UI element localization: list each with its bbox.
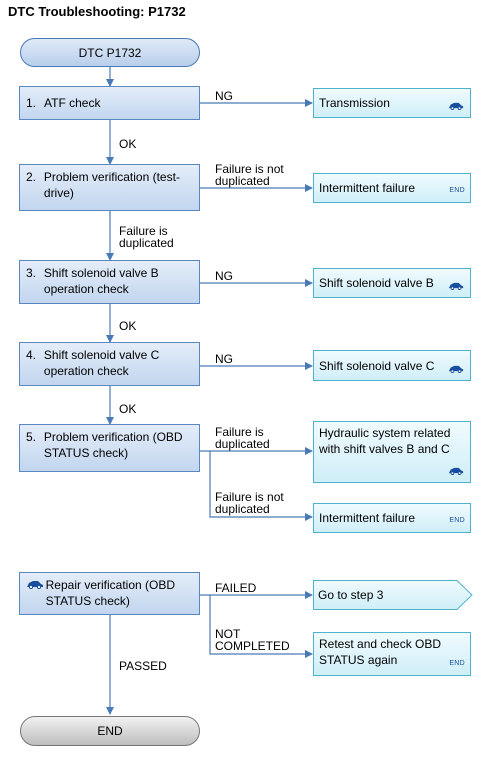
edge-label-ng-4: NG [215, 352, 233, 366]
result-go-to-step-3[interactable]: Go to step 3 [313, 580, 473, 610]
page-title: DTC Troubleshooting: P1732 [8, 4, 186, 19]
result-go-to-step-3-label: Go to step 3 [318, 588, 384, 602]
result-hydraulic-label: Hydraulic system related with shift valv… [319, 426, 451, 456]
edge-label-dup-1b: duplicated [119, 236, 174, 250]
result-retest-label: Retest and check OBD STATUS again [319, 637, 442, 667]
edge-label-dup-2b: duplicated [215, 437, 270, 451]
step-1-number: 1. [26, 96, 37, 110]
end-label: END [97, 724, 123, 738]
result-transmission[interactable]: Transmission [313, 88, 471, 118]
result-hydraulic-system[interactable]: Hydraulic system related with shift valv… [313, 421, 471, 483]
result-intermittent-2-label: Intermittent failure [319, 511, 416, 525]
edge-label-not-dup-2b: duplicated [215, 502, 270, 516]
edge-label-not-completed-b: COMPLETED [215, 639, 290, 653]
end-tag: END [449, 517, 465, 524]
goto-shape [313, 580, 473, 610]
step-2-box[interactable]: 2. Problem verification (test-drive) [19, 164, 200, 211]
result-ssv-c[interactable]: Shift solenoid valve C [313, 350, 471, 381]
result-intermittent-failure-2[interactable]: Intermittent failure END [313, 503, 471, 533]
step-2-label: Problem verification (test-drive) [43, 170, 180, 200]
result-transmission-label: Transmission [319, 96, 390, 110]
repair-verification-box[interactable]: Repair verification (OBD STATUS check) [19, 572, 200, 615]
step-1-label: ATF check [44, 96, 101, 110]
edge-label-not-dup-2a: Failure is not [215, 490, 284, 504]
car-icon [26, 577, 46, 610]
result-retest[interactable]: Retest and check OBD STATUS again END [313, 632, 471, 676]
step-3-box[interactable]: 3. Shift solenoid valve B operation chec… [19, 260, 200, 304]
edge-label-not-dup-1b: duplicated [215, 174, 270, 188]
step-1-box[interactable]: 1. ATF check [19, 86, 200, 120]
end-tag: END [449, 660, 465, 667]
step-3-number: 3. [26, 266, 37, 280]
edge-label-passed: PASSED [119, 659, 167, 673]
car-icon [448, 98, 464, 114]
result-ssv-b-label: Shift solenoid valve B [319, 276, 434, 290]
end-tag: END [449, 187, 465, 194]
edge-label-ok-1: OK [119, 137, 137, 151]
result-intermittent-failure-1[interactable]: Intermittent failure END [313, 173, 471, 203]
car-icon [448, 361, 464, 377]
repair-verification-label: Repair verification (OBD STATUS check) [45, 578, 176, 608]
step-4-number: 4. [26, 348, 37, 362]
edge-label-ng-3: NG [215, 269, 233, 283]
edge-label-dup-1a: Failure is [119, 224, 168, 238]
step-2-number: 2. [26, 170, 37, 184]
step-5-label: Problem verification (OBD STATUS check) [43, 430, 183, 460]
edge-label-ng-1: NG [215, 89, 233, 103]
edge-label-not-dup-1a: Failure is not [215, 162, 284, 176]
result-intermittent-1-label: Intermittent failure [319, 181, 416, 195]
result-ssv-b[interactable]: Shift solenoid valve B [313, 268, 471, 298]
start-node: DTC P1732 [20, 38, 200, 67]
step-3-label: Shift solenoid valve B operation check [43, 266, 159, 296]
step-5-number: 5. [26, 430, 37, 444]
edge-label-not-completed-a: NOT [215, 627, 241, 641]
result-ssv-c-label: Shift solenoid valve C [319, 358, 435, 373]
step-4-label: Shift solenoid valve C operation check [43, 348, 160, 378]
edge-label-dup-2a: Failure is [215, 425, 264, 439]
edge-label-failed: FAILED [215, 581, 257, 595]
edge-label-ok-3: OK [119, 319, 137, 333]
end-node: END [20, 716, 200, 746]
start-label: DTC P1732 [78, 45, 142, 60]
edge-label-ok-4: OK [119, 402, 137, 416]
step-4-box[interactable]: 4. Shift solenoid valve C operation chec… [19, 342, 200, 386]
step-5-box[interactable]: 5. Problem verification (OBD STATUS chec… [19, 424, 200, 472]
car-icon [448, 278, 464, 294]
car-icon [448, 463, 464, 479]
